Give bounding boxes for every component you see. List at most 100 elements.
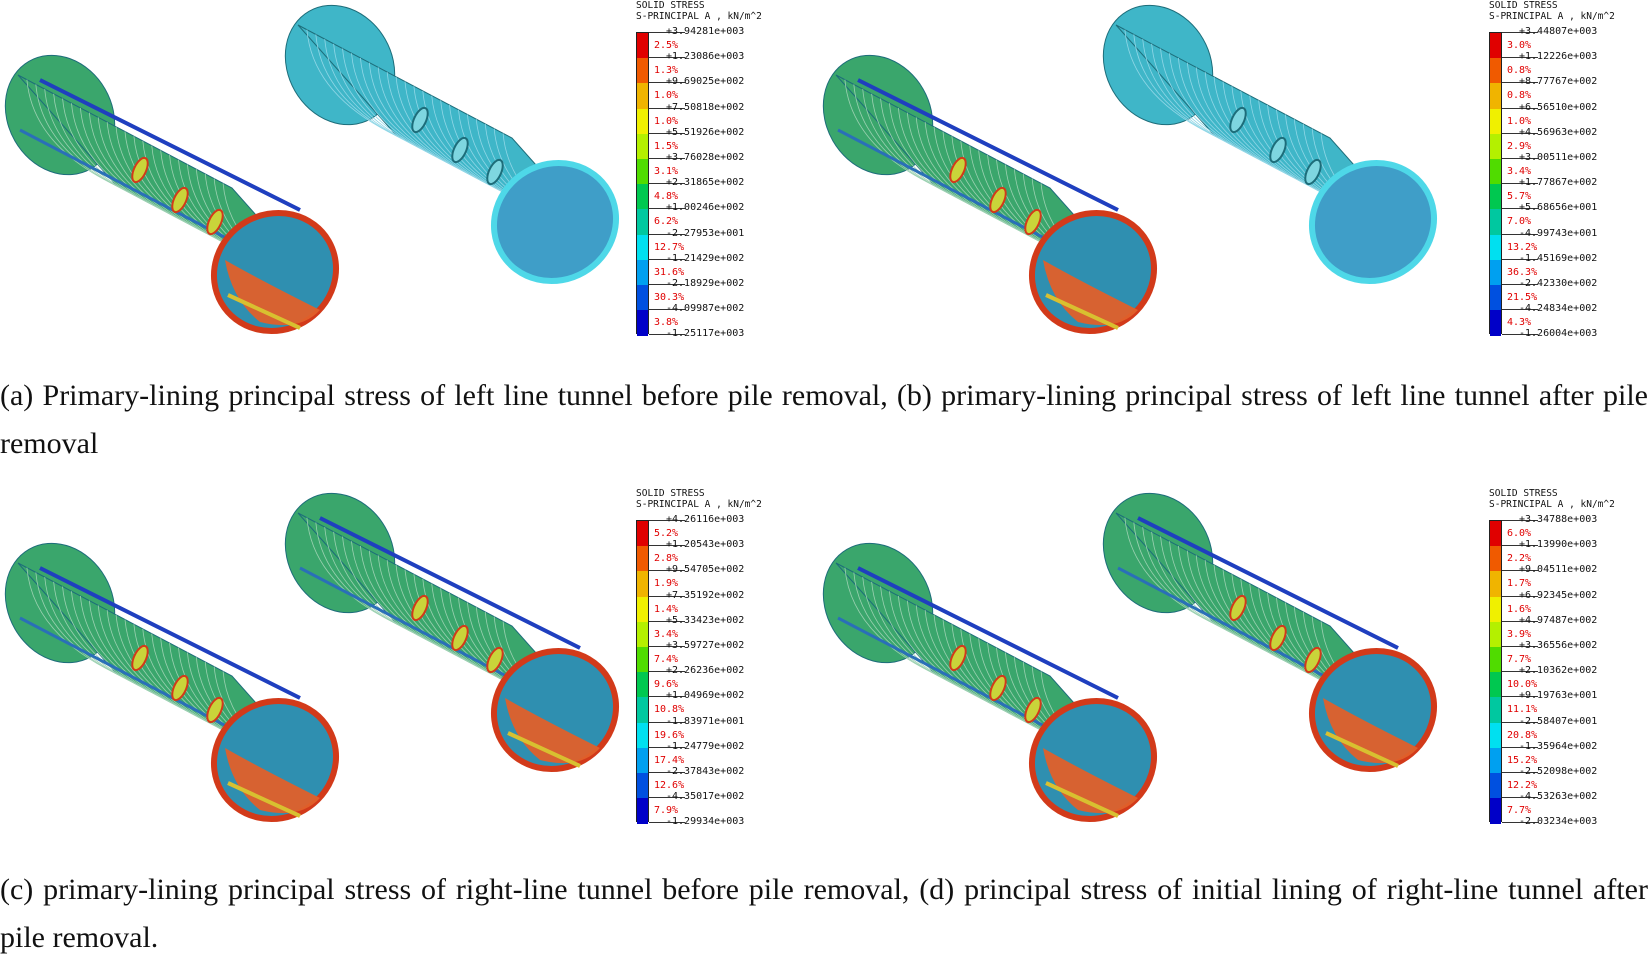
legend-percent: 10.8%	[654, 704, 685, 716]
legend-tick	[649, 107, 685, 109]
opening-2	[1024, 696, 1042, 724]
color-scale-segment	[637, 596, 648, 623]
legend-tick	[649, 258, 685, 260]
opening-0	[131, 644, 149, 672]
legend-percent: 3.0%	[1507, 40, 1532, 51]
legend-tick	[649, 570, 685, 572]
legend-value: -4.35017e+002	[666, 791, 745, 803]
color-scale-segment	[637, 546, 648, 572]
invert-stress-zone	[505, 698, 600, 764]
color-scale-bar	[636, 520, 649, 824]
legend-value: +1.00246e+002	[666, 202, 745, 214]
legend-tick	[649, 183, 685, 185]
legend-value: +7.50818e+002	[666, 101, 745, 113]
legend-tick	[1502, 520, 1538, 521]
legend-value: +5.68656e+001	[1519, 202, 1598, 214]
color-scale-segment	[637, 83, 648, 110]
legend-value: +2.26236e+002	[666, 665, 745, 677]
legend-percent: 12.2%	[1507, 780, 1538, 791]
tunnel-right	[284, 4, 620, 285]
legend-percent: 5.2%	[654, 528, 679, 539]
tunnel-right	[1102, 492, 1438, 773]
legend-value: -4.53263e+002	[1519, 791, 1598, 803]
opening-1	[451, 136, 469, 164]
color-scale-segment	[637, 697, 648, 724]
color-scale-segment	[1490, 108, 1501, 135]
color-scale-segment	[637, 234, 648, 261]
legend-percent: 19.6%	[654, 729, 685, 741]
legend-tick	[1502, 696, 1538, 698]
color-scale-bar	[1489, 32, 1502, 336]
legend-value: +1.04969e+002	[666, 690, 745, 702]
legend-value: -2.58407e+001	[1519, 715, 1598, 727]
legend-value: +5.51926e+002	[666, 126, 745, 138]
legend-value: +3.00511e+002	[1519, 152, 1598, 163]
legend-percent: 12.7%	[654, 241, 685, 253]
crown-stripe	[319, 516, 581, 650]
legend-percent: 1.7%	[1507, 578, 1532, 590]
legend-tick	[1502, 595, 1538, 597]
color-scale-segment	[637, 33, 648, 59]
invert-stress-zone	[1043, 260, 1138, 326]
legend-value: +6.92345e+002	[1519, 589, 1598, 601]
legend-percent: 15.2%	[1507, 754, 1538, 766]
color-scale-segment	[1490, 722, 1501, 749]
legend-tick	[649, 132, 685, 134]
color-scale-segment	[637, 722, 648, 749]
opening-1	[1269, 624, 1287, 652]
color-scale-segment	[637, 747, 648, 774]
caption-bottom: (c) primary-lining principal stress of r…	[0, 873, 1648, 954]
legend-value: +4.97487e+002	[1519, 614, 1598, 626]
legend-tick	[649, 797, 685, 799]
legend-tick	[1502, 822, 1538, 824]
invert-stress-zone	[1323, 698, 1418, 764]
legend-percent: 20.8%	[1507, 729, 1538, 741]
opening-0	[131, 156, 149, 184]
color-scale-segment	[637, 259, 648, 286]
opening-1	[171, 674, 189, 702]
opening-0	[949, 156, 967, 184]
legend-percent: 1.6%	[1507, 603, 1532, 615]
legend-value: -2.42330e+002	[1519, 278, 1598, 289]
legend-value: -4.24834e+002	[1519, 303, 1598, 315]
legend-tick	[1502, 334, 1538, 336]
color-scale-segment	[1490, 184, 1501, 210]
legend-tick	[1502, 208, 1538, 210]
legend-percent: 6.0%	[1507, 528, 1532, 539]
legend-tick	[649, 158, 685, 159]
legend-tick	[1502, 570, 1538, 572]
color-scale-segment	[1490, 571, 1501, 598]
color-scale-segment	[637, 159, 648, 185]
legend-value: -1.83971e+001	[666, 715, 745, 727]
legend-tick	[1502, 107, 1538, 109]
legend-value: +8.77767e+002	[1519, 76, 1598, 88]
legend-tick	[649, 32, 685, 33]
opening-2	[206, 208, 224, 236]
legend-percent: 7.0%	[1507, 216, 1532, 228]
legend-tick	[649, 233, 685, 235]
legend-units: S-PRINCIPAL A , kN/m^2	[636, 11, 762, 22]
color-scale-segment	[1490, 596, 1501, 623]
legend-percent: 9.6%	[654, 679, 679, 691]
legend-tick	[649, 746, 685, 748]
color-scale-segment	[637, 184, 648, 210]
opening-0	[411, 106, 429, 134]
legend-units: S-PRINCIPAL A , kN/m^2	[636, 499, 762, 510]
crown-stripe	[1137, 516, 1399, 650]
legend-value: -1.35964e+002	[1519, 740, 1598, 752]
legend-tick	[1502, 797, 1538, 799]
color-scale-segment	[637, 621, 648, 648]
legend-value: -1.21429e+002	[666, 252, 745, 264]
legend-value: +3.94281e+003	[666, 26, 745, 37]
legend-percent: 4.8%	[654, 191, 679, 203]
invert-stress-zone	[225, 748, 320, 814]
legend-percent: 3.4%	[654, 628, 679, 640]
color-scale-segment	[637, 108, 648, 135]
legend-value: +4.26116e+003	[666, 514, 745, 525]
legend-value: +2.31865e+002	[666, 177, 745, 189]
legend-tick	[649, 284, 685, 285]
color-scale-segment	[1490, 234, 1501, 261]
legend-value: -2.37843e+002	[666, 766, 745, 777]
legend-tick	[1502, 671, 1538, 673]
